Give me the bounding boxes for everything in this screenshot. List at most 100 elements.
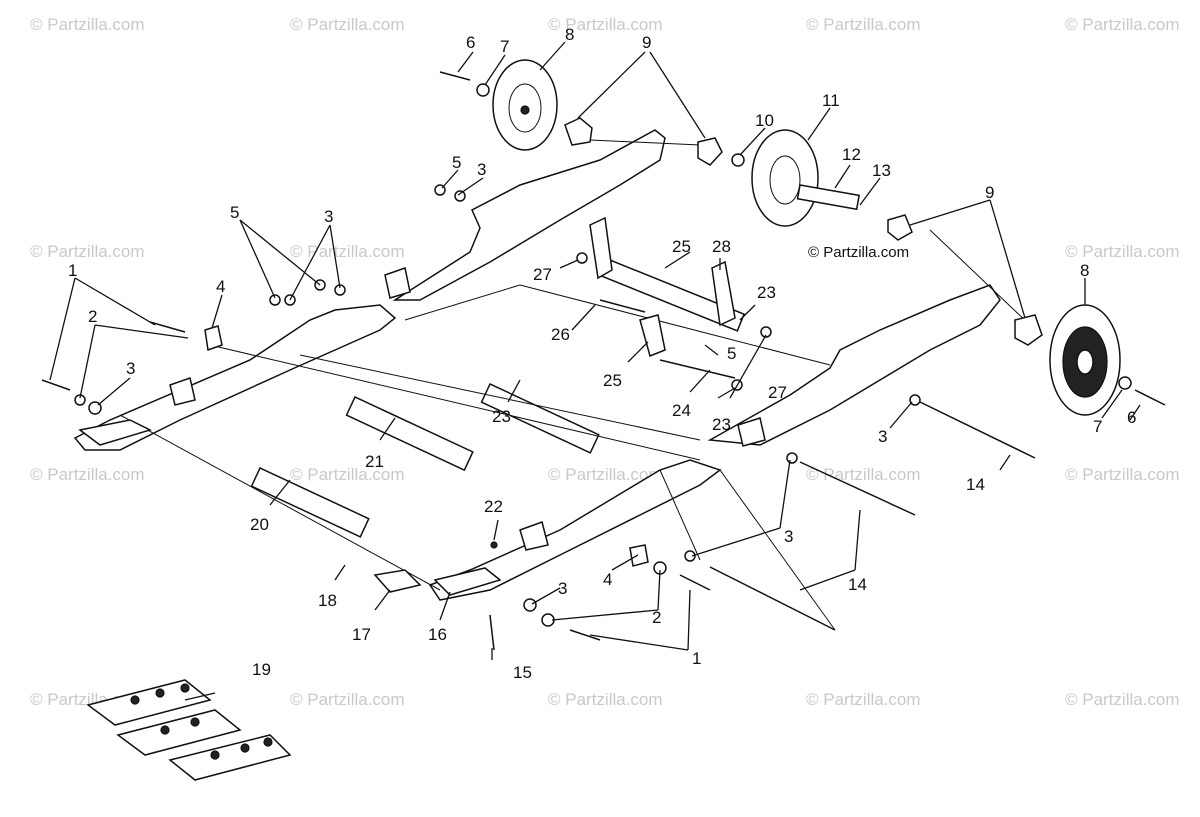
callout-14: 14 [966,475,985,494]
callout-3: 3 [558,579,567,598]
rear-rail [392,129,666,301]
callout-26: 26 [551,325,570,344]
watermark: © Partzilla.com [806,465,921,484]
bolt-1 [569,629,601,641]
callout-17: 17 [352,625,371,644]
watermark: © Partzilla.com [1065,690,1180,709]
cross-shafts [250,257,746,538]
callout-24: 24 [672,401,691,420]
callout-2: 2 [652,608,661,627]
callout-20: 20 [250,515,269,534]
bolt-26 [599,299,646,313]
bracket-28-right [711,260,736,327]
cross-shaft-21 [345,396,474,472]
callout-12: 12 [842,145,861,164]
idler-wheel-right [1049,304,1121,416]
watermark: © Partzilla.com [290,242,405,261]
wear-strip-assembly-19 [86,679,292,781]
callout-5: 5 [727,344,736,363]
watermark: © Partzilla.com [30,242,145,261]
block-9-right [887,214,913,241]
callout-4: 4 [216,277,225,296]
callout-25: 25 [672,237,691,256]
callout-5: 5 [452,153,461,172]
callout-13: 13 [872,161,891,180]
rivet-22 [490,541,498,549]
callout-1: 1 [68,261,77,280]
bolt-1 [41,379,71,391]
watermark: © Partzilla.com [290,15,405,34]
watermark: © Partzilla.com [30,15,145,34]
callout-14: 14 [848,575,867,594]
block-9-mid [697,137,723,166]
long-bolt [919,401,1036,459]
bolt-1 [149,321,186,333]
callout-25: 25 [603,371,622,390]
bolt-6-left [439,71,471,81]
callout-7: 7 [1093,417,1102,436]
watermark: © Partzilla.com [806,690,921,709]
mount-4-lower [629,544,649,567]
callout-23: 23 [712,415,731,434]
washers [74,83,1132,627]
watermark-layer: © Partzilla.com © Partzilla.com © Partzi… [30,15,1180,709]
long-bolt [709,566,836,631]
bumper-17 [373,569,422,593]
callout-6: 6 [466,33,475,52]
callout-3: 3 [477,160,486,179]
callout-18: 18 [318,591,337,610]
callout-10: 10 [755,111,774,130]
callout-3: 3 [784,527,793,546]
bolt-1 [679,574,711,591]
slide-pad [519,521,549,551]
assembly-lines [119,139,1031,631]
watermark: © Partzilla.com [290,690,405,709]
rail-tip-16 [433,567,502,596]
callout-21: 21 [365,452,384,471]
watermark: © Partzilla.com [1065,242,1180,261]
callout-7: 7 [500,37,509,56]
callout-3: 3 [324,207,333,226]
callout-19: 19 [252,660,271,679]
callout-27: 27 [533,265,552,284]
cross-shaft-20 [250,467,370,538]
watermark: © Partzilla.com [806,15,921,34]
left-rail [73,304,397,451]
block-9-left [564,117,593,146]
callout-15: 15 [513,663,532,682]
bolt-6-right [1134,389,1166,406]
right-rail [707,284,1001,446]
bracket-28-left [589,216,613,280]
long-bolt [799,461,916,516]
watermark: © Partzilla.com [1065,465,1180,484]
watermark: © Partzilla.com [30,465,145,484]
callout-8: 8 [1080,261,1089,280]
shaft-24 [659,359,736,379]
callout-2: 2 [88,307,97,326]
callout-27: 27 [768,383,787,402]
copyright-label: © Partzilla.com [808,244,909,261]
watermark: © Partzilla.com [290,465,405,484]
callout-3: 3 [878,427,887,446]
watermark: © Partzilla.com [1065,15,1180,34]
watermark: © Partzilla.com [548,690,663,709]
rail-tip-left [78,419,153,446]
block-9-lower [1014,314,1043,346]
slide-pad [169,377,196,406]
callout-23: 23 [757,283,776,302]
rivet-15 [489,614,495,651]
callout-28: 28 [712,237,731,256]
callout-22: 22 [484,497,503,516]
slide-pad [737,417,766,447]
mount-4-left [204,325,223,352]
callout-4: 4 [603,570,612,589]
callouts: 1 1 2 2 3 3 3 3 3 3 4 4 5 5 5 6 6 7 7 8 … [68,25,1136,682]
axle [796,184,860,211]
idler-wheel-center [751,129,819,227]
watermark: © Partzilla.com [548,15,663,34]
callout-6: 6 [1127,408,1136,427]
idler-wheel-top-left [492,59,558,151]
slide-pad [384,267,411,299]
callout-8: 8 [565,25,574,44]
